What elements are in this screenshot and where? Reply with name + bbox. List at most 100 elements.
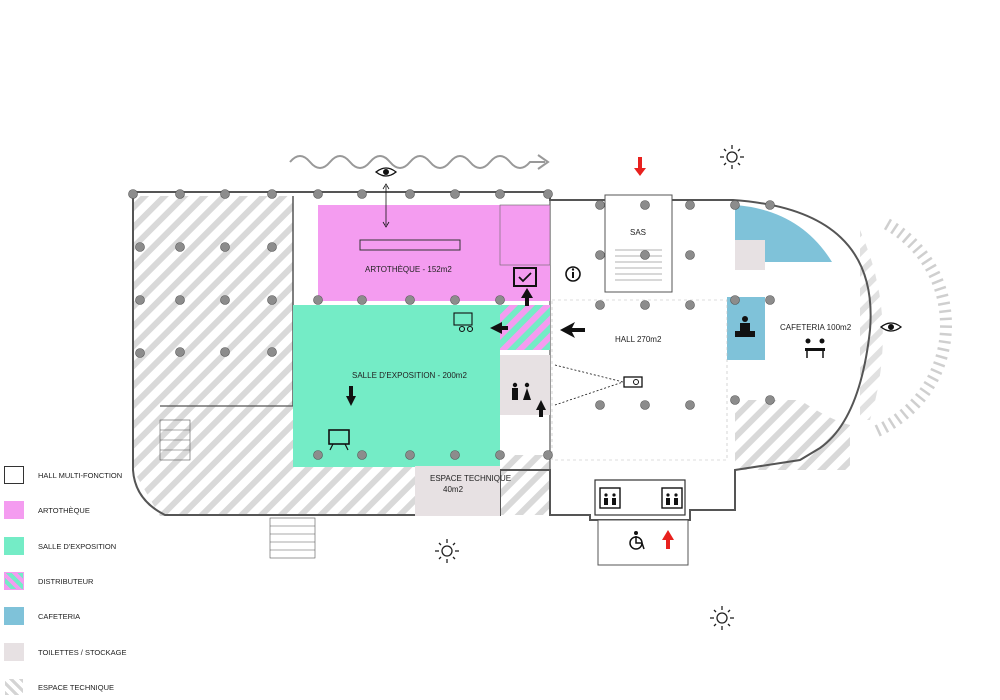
legend-label: CAFETERIA [38, 612, 80, 621]
column [641, 401, 650, 410]
column [221, 190, 230, 199]
column [766, 296, 775, 305]
grille-tick [916, 394, 925, 402]
legend-swatch [4, 501, 24, 519]
legend-item: SALLE D'EXPOSITION [4, 537, 204, 559]
grille-tick [939, 311, 951, 312]
grille-tick [918, 251, 928, 258]
legend-label: ESPACE TECHNIQUE [38, 683, 114, 692]
column [731, 296, 740, 305]
column [686, 401, 695, 410]
grille-tick [928, 376, 939, 382]
eye-icon [376, 168, 396, 176]
hall-area [552, 300, 727, 460]
info-icon [566, 267, 580, 281]
cafe-icon [805, 339, 825, 359]
legend-swatch [4, 466, 24, 484]
column [268, 296, 277, 305]
column [314, 296, 323, 305]
legend-label: ARTOTHÈQUE [38, 506, 90, 515]
column [641, 251, 650, 260]
column [406, 190, 415, 199]
column [596, 401, 605, 410]
column [731, 201, 740, 210]
legend-swatch [4, 678, 24, 696]
column [496, 190, 505, 199]
sun-icon [720, 145, 744, 169]
grille-tick [913, 245, 922, 253]
grille-tick [920, 388, 930, 395]
column [686, 301, 695, 310]
column [176, 190, 185, 199]
column [268, 243, 277, 252]
grille-tick [895, 414, 902, 424]
sas-label: SAS [630, 228, 646, 237]
grille-tick [911, 399, 920, 407]
column [221, 243, 230, 252]
grille-tick [885, 219, 891, 229]
grille-tick [932, 279, 943, 283]
grille-tick [931, 369, 942, 374]
exposition-label: SALLE D'EXPOSITION - 200m2 [352, 371, 467, 380]
column [496, 296, 505, 305]
column [136, 243, 145, 252]
column [544, 451, 553, 460]
grille-tick [933, 362, 944, 366]
grille-tick [940, 334, 952, 335]
wave-arrow [290, 156, 545, 168]
grille-tick [903, 233, 911, 242]
column [176, 348, 185, 357]
cafeteria-label: CAFETERIA 100m2 [780, 323, 852, 332]
rotunda-grille [876, 219, 952, 436]
legend-swatch [4, 572, 24, 590]
column [766, 201, 775, 210]
legend-swatch [4, 643, 24, 661]
column [766, 396, 775, 405]
legend-label: TOILETTES / STOCKAGE [38, 648, 127, 657]
sun-icon [710, 606, 734, 630]
column [358, 451, 367, 460]
grille-tick [936, 355, 948, 358]
grille-tick [940, 319, 952, 320]
sas-room [605, 195, 672, 292]
column [641, 201, 650, 210]
column [136, 349, 145, 358]
grille-tick [922, 258, 932, 265]
column [686, 251, 695, 260]
grille-tick [900, 410, 908, 419]
column [406, 451, 415, 460]
column [314, 451, 323, 460]
grille-tick [897, 228, 904, 238]
legend-label: SALLE D'EXPOSITION [38, 542, 116, 551]
legend-item: HALL MULTI-FONCTION [4, 466, 204, 488]
legend-item: CAFETERIA [4, 607, 204, 629]
column [451, 451, 460, 460]
column [129, 190, 138, 199]
column [268, 190, 277, 199]
grille-tick [934, 287, 945, 291]
grille-tick [937, 295, 949, 298]
column [221, 348, 230, 357]
projector-icon [624, 377, 642, 387]
legend-swatch [4, 607, 24, 625]
column [136, 296, 145, 305]
grille-tick [938, 303, 950, 305]
grille-tick [906, 405, 914, 414]
technique-label-2: 40m2 [443, 485, 464, 494]
hall-label: HALL 270m2 [615, 335, 662, 344]
exposition-room [293, 305, 500, 467]
column [596, 201, 605, 210]
column [176, 243, 185, 252]
column [596, 251, 605, 260]
legend-swatch [4, 537, 24, 555]
column [314, 190, 323, 199]
legend-item: DISTRIBUTEUR [4, 572, 204, 594]
column [451, 190, 460, 199]
grille-tick [926, 265, 936, 271]
technique-label-1: ESPACE TECHNIQUE [430, 474, 511, 483]
column [451, 296, 460, 305]
column [358, 296, 367, 305]
column [544, 190, 553, 199]
legend-item: TOILETTES / STOCKAGE [4, 643, 204, 665]
column [221, 296, 230, 305]
